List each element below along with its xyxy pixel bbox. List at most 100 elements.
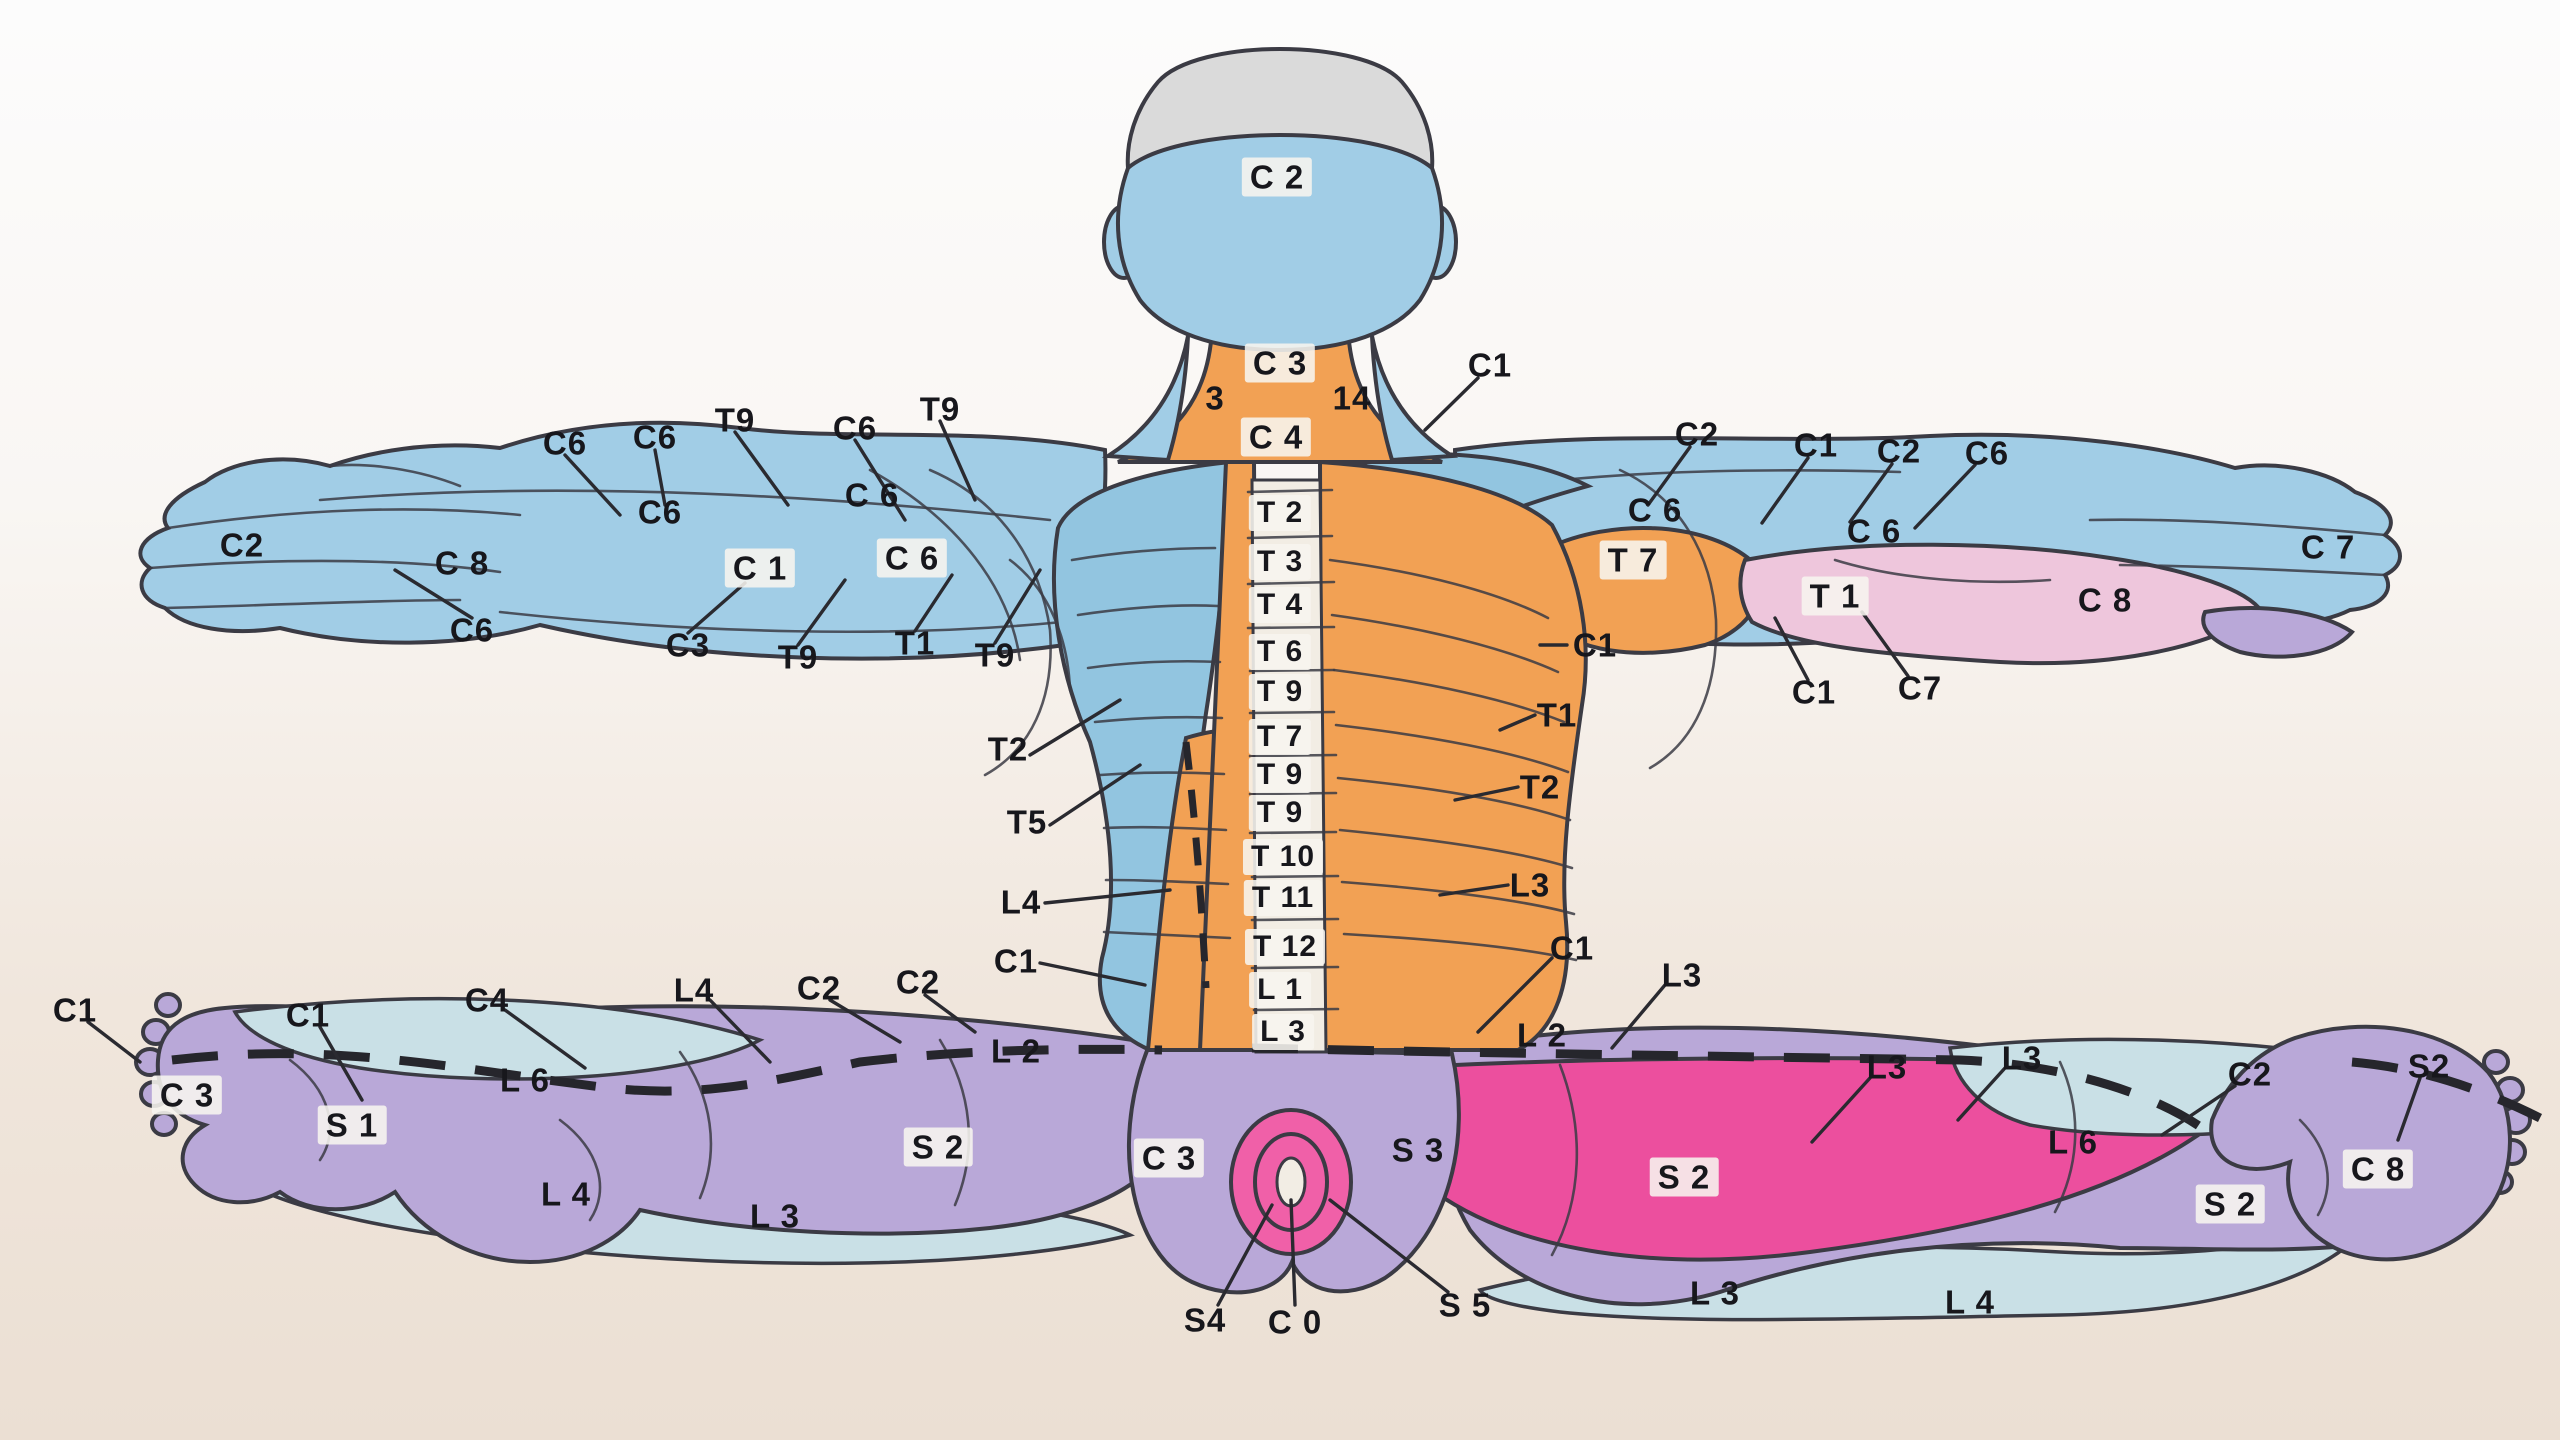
dermatome-label: T 3: [1248, 544, 1312, 580]
dermatome-label: L3: [2001, 1039, 2043, 1077]
dermatome-label: L4: [673, 971, 715, 1009]
dermatome-label: L3: [1866, 1048, 1908, 1086]
dermatome-label: C 1: [724, 548, 796, 588]
dermatome-label: C1: [1791, 673, 1837, 711]
dermatome-label: S 2: [1649, 1157, 1719, 1197]
dermatome-label: L 6: [2047, 1123, 2099, 1161]
dermatome-label: C1: [52, 991, 98, 1029]
dermatome-label: C1: [1572, 626, 1618, 664]
dermatome-label: C 6: [844, 476, 900, 514]
dermatome-label: T 6: [1248, 634, 1312, 670]
dermatome-label: C6: [637, 493, 683, 531]
dermatome-label: S 2: [903, 1127, 973, 1167]
dermatome-label: T5: [1006, 803, 1048, 841]
torso: [928, 451, 1718, 1054]
dermatome-label: T 2: [1248, 495, 1312, 531]
dermatome-label: C 8: [2077, 581, 2133, 619]
right-palm-purple: [2201, 606, 2355, 659]
head-back: [1115, 133, 1445, 353]
dermatome-label: C 7: [2300, 528, 2356, 566]
dermatome-label: 3: [1205, 379, 1225, 417]
dermatome-label: T 7: [1599, 540, 1667, 580]
dermatome-label: T 7: [1248, 719, 1312, 755]
dermatome-label: S 1: [317, 1105, 387, 1145]
dermatome-label: S 3: [1391, 1131, 1445, 1169]
dermatome-label: T 1: [1801, 576, 1869, 616]
dermatome-label: C1: [1467, 346, 1513, 384]
dermatome-label: C1: [285, 996, 331, 1034]
dermatome-label: T 9: [1248, 674, 1312, 710]
dermatome-label: C 8: [434, 544, 490, 582]
right-forearm-pink: [1738, 542, 2265, 666]
dermatome-label: C2: [1876, 432, 1922, 470]
dermatome-label: S4: [1183, 1301, 1227, 1339]
dermatome-label: T1: [1536, 696, 1578, 734]
dermatome-label: C3: [665, 626, 711, 664]
dermatome-label: C 6: [1627, 491, 1683, 529]
dermatome-label: T9: [777, 638, 819, 676]
dermatome-label: L4: [1000, 883, 1042, 921]
dermatome-label: C1: [993, 942, 1039, 980]
dermatome-label: T 12: [1244, 928, 1326, 965]
dermatome-label: T 4: [1248, 587, 1312, 623]
dermatome-label: T 9: [1248, 795, 1312, 831]
dermatome-label: T2: [1519, 768, 1561, 806]
dermatome-label: T 11: [1243, 880, 1323, 916]
dermatome-label: T 10: [1242, 839, 1324, 875]
dermatome-label: L 3: [1689, 1274, 1741, 1312]
dermatome-label: L 1: [1249, 972, 1311, 1008]
dermatome-label: T 9: [1248, 757, 1312, 793]
neck-orange: [1117, 328, 1443, 464]
dermatome-label: C1: [1549, 929, 1595, 967]
dermatome-label: L3: [1509, 866, 1551, 904]
dermatome-label: T1: [894, 624, 936, 662]
dermatome-label: S2: [2407, 1047, 2451, 1085]
dermatome-label: T9: [714, 401, 756, 439]
dermatome-label: C 0: [1267, 1303, 1323, 1341]
dermatome-label: C6: [1964, 434, 2010, 472]
dermatome-label: L 3: [749, 1197, 801, 1235]
dermatome-label: L 2: [1516, 1016, 1568, 1054]
dermatome-label: C6: [542, 424, 588, 462]
dermatome-label: C 8: [2342, 1149, 2414, 1189]
head: [1101, 47, 1459, 464]
dermatome-label: C 4: [1240, 417, 1312, 457]
dashed-boundaries: [171, 741, 2543, 1132]
dermatome-label: C2: [219, 526, 265, 564]
right-leg: [1337, 1025, 2460, 1322]
dermatome-label: C4: [464, 981, 510, 1019]
dermatome-label: C2: [1674, 415, 1720, 453]
dermatome-label: T9: [919, 390, 961, 428]
left-arm: [138, 420, 1108, 662]
leader-lines: [86, 376, 2422, 1307]
dermatome-label: C 6: [876, 538, 948, 578]
dermatome-label: C6: [832, 409, 878, 447]
dermatome-label: L3: [1661, 956, 1703, 994]
dermatome-label: C 3: [1244, 343, 1316, 383]
dermatome-label: C2: [895, 963, 941, 1001]
dermatome-label: L 4: [540, 1175, 592, 1213]
left-leg: [134, 992, 1167, 1266]
dermatome-label: C 6: [1846, 512, 1902, 550]
dermatome-label: S 5: [1438, 1286, 1492, 1324]
dermatome-label: T9: [974, 636, 1016, 674]
dermatome-label: C7: [1897, 669, 1943, 707]
dermatome-label: S 2: [2195, 1184, 2265, 1224]
dermatome-label: C 3: [1133, 1138, 1205, 1178]
dermatome-label: 14: [1332, 379, 1372, 417]
dermatome-label: C6: [632, 418, 678, 456]
dermatome-label: L 6: [499, 1061, 551, 1099]
dermatome-label: C 3: [151, 1075, 223, 1115]
dermatome-label: L 3: [1252, 1014, 1314, 1050]
dermatome-label: C 2: [1241, 157, 1313, 197]
dermatome-label: C2: [796, 969, 842, 1007]
dermatome-label: T2: [987, 730, 1029, 768]
dermatome-label: C1: [1793, 426, 1839, 464]
dermatome-label: C6: [449, 611, 495, 649]
right-foot: [2209, 1024, 2532, 1262]
dermatome-label: L 4: [1944, 1283, 1996, 1321]
dermatome-label: L 2: [990, 1032, 1042, 1070]
